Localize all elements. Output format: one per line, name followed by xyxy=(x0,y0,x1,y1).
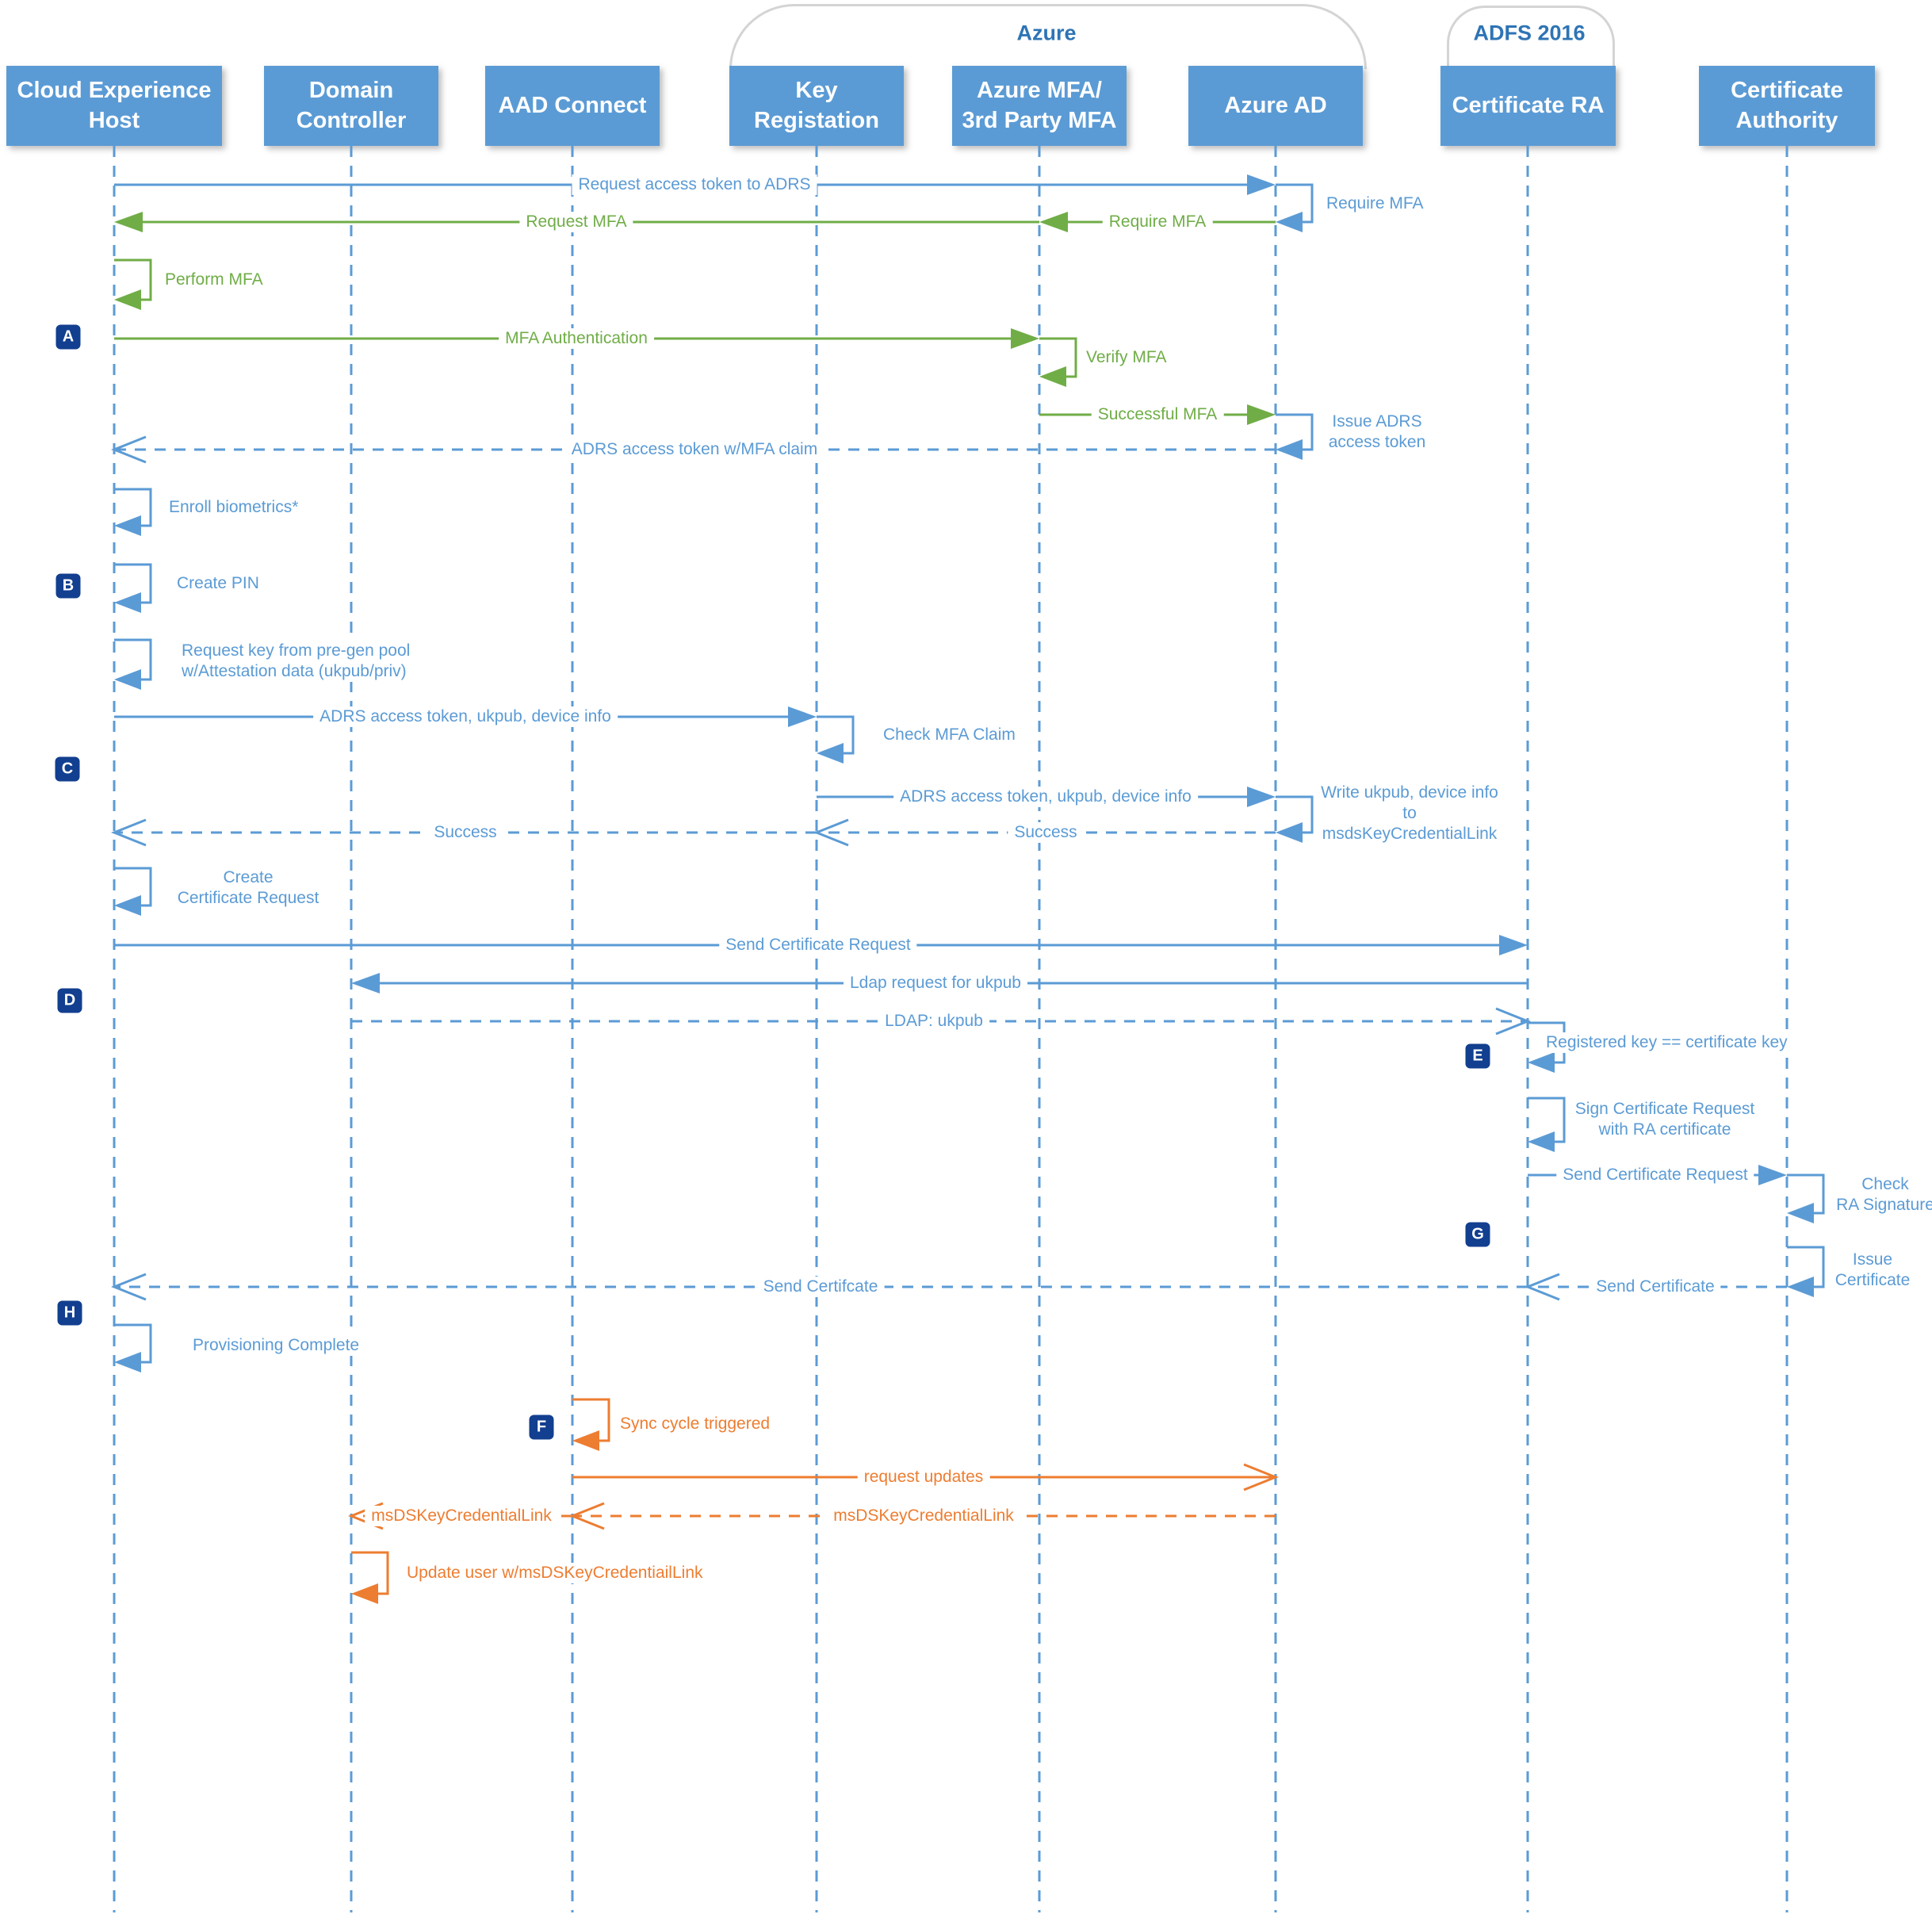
arrowhead-filled xyxy=(788,706,817,727)
arrowhead-filled xyxy=(572,1430,599,1451)
self-message-hook xyxy=(1787,1246,1825,1288)
arrowhead-open xyxy=(1243,1463,1280,1491)
arrowhead-open xyxy=(1495,1007,1532,1036)
self-message-hook xyxy=(114,258,152,301)
arrowhead-filled xyxy=(351,973,380,993)
self-message-hook xyxy=(114,563,152,604)
adfs-group-label: ADFS 2016 xyxy=(1473,21,1586,45)
arrowhead-filled xyxy=(1758,1165,1787,1185)
arrowhead-filled xyxy=(114,669,141,690)
self-message-hook xyxy=(1276,183,1314,224)
arrowhead-filled xyxy=(1247,787,1276,807)
arrowhead-filled xyxy=(114,1352,141,1372)
arrowhead-filled xyxy=(1787,1277,1814,1297)
self-message-hook xyxy=(1276,795,1314,834)
actor-azure-ad: Azure AD xyxy=(1188,66,1363,146)
arrowhead-filled xyxy=(114,212,143,232)
arrowhead-filled xyxy=(114,289,141,310)
self-message-hook xyxy=(1039,337,1077,378)
actor-domain-controller: Domain Controller xyxy=(264,66,438,146)
arrowhead-filled xyxy=(1499,935,1528,955)
arrowhead-filled xyxy=(114,592,141,613)
arrowhead-filled xyxy=(1528,1052,1555,1073)
actor-aad-connect: AAD Connect xyxy=(485,66,660,146)
self-message-hook xyxy=(114,488,152,527)
actor-azure-mfa: Azure MFA/ 3rd Party MFA xyxy=(952,66,1127,146)
arrowhead-filled xyxy=(1276,439,1303,460)
arrowhead-filled xyxy=(1276,212,1303,232)
azure-group-label: Azure xyxy=(1016,21,1077,45)
actor-cloud-experience-host: Cloud Experience Host xyxy=(6,66,222,146)
adfs-group-bracket xyxy=(1447,6,1615,69)
actor-certificate-ra: Certificate RA xyxy=(1440,66,1616,146)
arrowhead-filled xyxy=(1039,366,1066,387)
arrowhead-open xyxy=(110,1273,147,1301)
arrowhead-filled xyxy=(114,895,141,916)
arrowhead-filled xyxy=(1528,1131,1555,1152)
arrowhead-filled xyxy=(351,1583,378,1604)
self-message-hook xyxy=(1276,413,1314,451)
self-message-hook xyxy=(114,867,152,907)
arrowhead-filled xyxy=(1011,328,1039,349)
self-message-hook xyxy=(1528,1097,1566,1143)
self-message-hook xyxy=(817,715,855,755)
arrowhead-open xyxy=(110,818,147,847)
arrowhead-open xyxy=(110,435,147,464)
self-message-hook xyxy=(114,1323,152,1364)
actor-certificate-authority: Certificate Authority xyxy=(1699,66,1875,146)
arrowhead-filled xyxy=(1787,1203,1814,1223)
arrowhead-filled xyxy=(1039,212,1068,232)
self-message-hook xyxy=(1787,1173,1825,1215)
self-message-hook xyxy=(351,1551,389,1595)
self-message-hook xyxy=(114,638,152,681)
arrowhead-filled xyxy=(817,743,844,764)
arrowhead-filled xyxy=(114,515,141,536)
actor-key-registration: Key Registation xyxy=(729,66,904,146)
arrowhead-filled xyxy=(1247,174,1276,195)
arrowhead-filled xyxy=(1276,822,1303,843)
arrowhead-filled xyxy=(1247,404,1276,425)
self-message-hook xyxy=(572,1398,610,1442)
